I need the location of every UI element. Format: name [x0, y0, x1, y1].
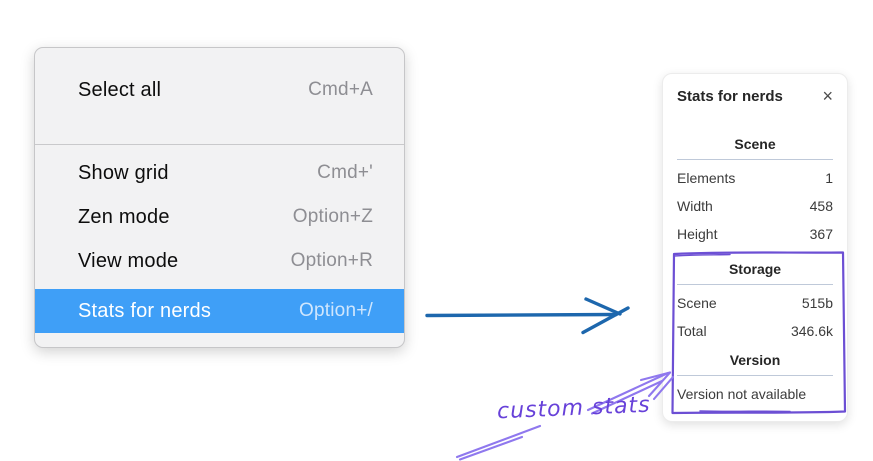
section-heading-scene: Scene — [734, 136, 776, 152]
menu-item-show-grid[interactable]: Show grid Cmd+' — [35, 151, 404, 195]
menu-item-label: View mode — [78, 249, 179, 272]
stat-value: 458 — [809, 198, 833, 214]
version-note: Version not available — [677, 386, 807, 402]
annotation-label: custom stats — [496, 392, 652, 425]
stat-value: 1 — [825, 170, 833, 186]
stat-row-width: Width 458 — [677, 192, 833, 220]
context-menu: Select all Cmd+A Show grid Cmd+' Zen mod… — [34, 47, 405, 348]
stat-value: 367 — [809, 226, 833, 242]
menu-item-label: Select all — [78, 78, 162, 101]
menu-item-stats-for-nerds[interactable]: Stats for nerds Option+/ — [35, 289, 404, 333]
stat-label: Height — [677, 226, 718, 242]
menu-item-label: Zen mode — [78, 205, 170, 228]
stats-panel-header: Stats for nerds × — [677, 86, 833, 106]
stat-label: Width — [677, 198, 713, 214]
stat-row-elements: Elements 1 — [677, 164, 833, 192]
menu-item-select-all[interactable]: Select all Cmd+A — [35, 60, 404, 120]
stat-label: Scene — [677, 295, 717, 311]
menu-item-view-mode[interactable]: View mode Option+R — [35, 239, 404, 283]
stat-row-total-size: Total 346.6k — [677, 317, 833, 345]
menu-item-label: Stats for nerds — [78, 299, 212, 322]
section-divider — [677, 375, 833, 376]
stat-label: Total — [677, 323, 707, 339]
menu-item-shortcut: Option+Z — [292, 206, 373, 227]
menu-divider — [35, 144, 404, 145]
section-heading-version: Version — [729, 352, 781, 368]
flow-arrow — [425, 297, 630, 335]
menu-item-label: Show grid — [78, 161, 169, 184]
stat-label: Elements — [677, 170, 736, 186]
section-heading-storage: Storage — [728, 261, 782, 277]
stat-row-height: Height 367 — [677, 220, 833, 248]
menu-item-shortcut: Cmd+' — [317, 162, 373, 183]
menu-item-zen-mode[interactable]: Zen mode Option+Z — [35, 195, 404, 239]
stats-panel: Stats for nerds × Scene Elements 1 Width… — [662, 73, 848, 422]
menu-item-shortcut: Cmd+A — [308, 79, 373, 100]
stat-row-scene-size: Scene 515b — [677, 289, 833, 317]
section-divider — [677, 159, 833, 160]
close-icon[interactable]: × — [822, 86, 833, 106]
menu-item-shortcut: Option+/ — [299, 300, 373, 321]
stat-value: 515b — [801, 295, 833, 311]
stat-value: 346.6k — [790, 323, 833, 339]
menu-item-shortcut: Option+R — [290, 250, 373, 271]
stats-panel-title: Stats for nerds — [677, 87, 783, 105]
section-divider — [677, 284, 833, 285]
